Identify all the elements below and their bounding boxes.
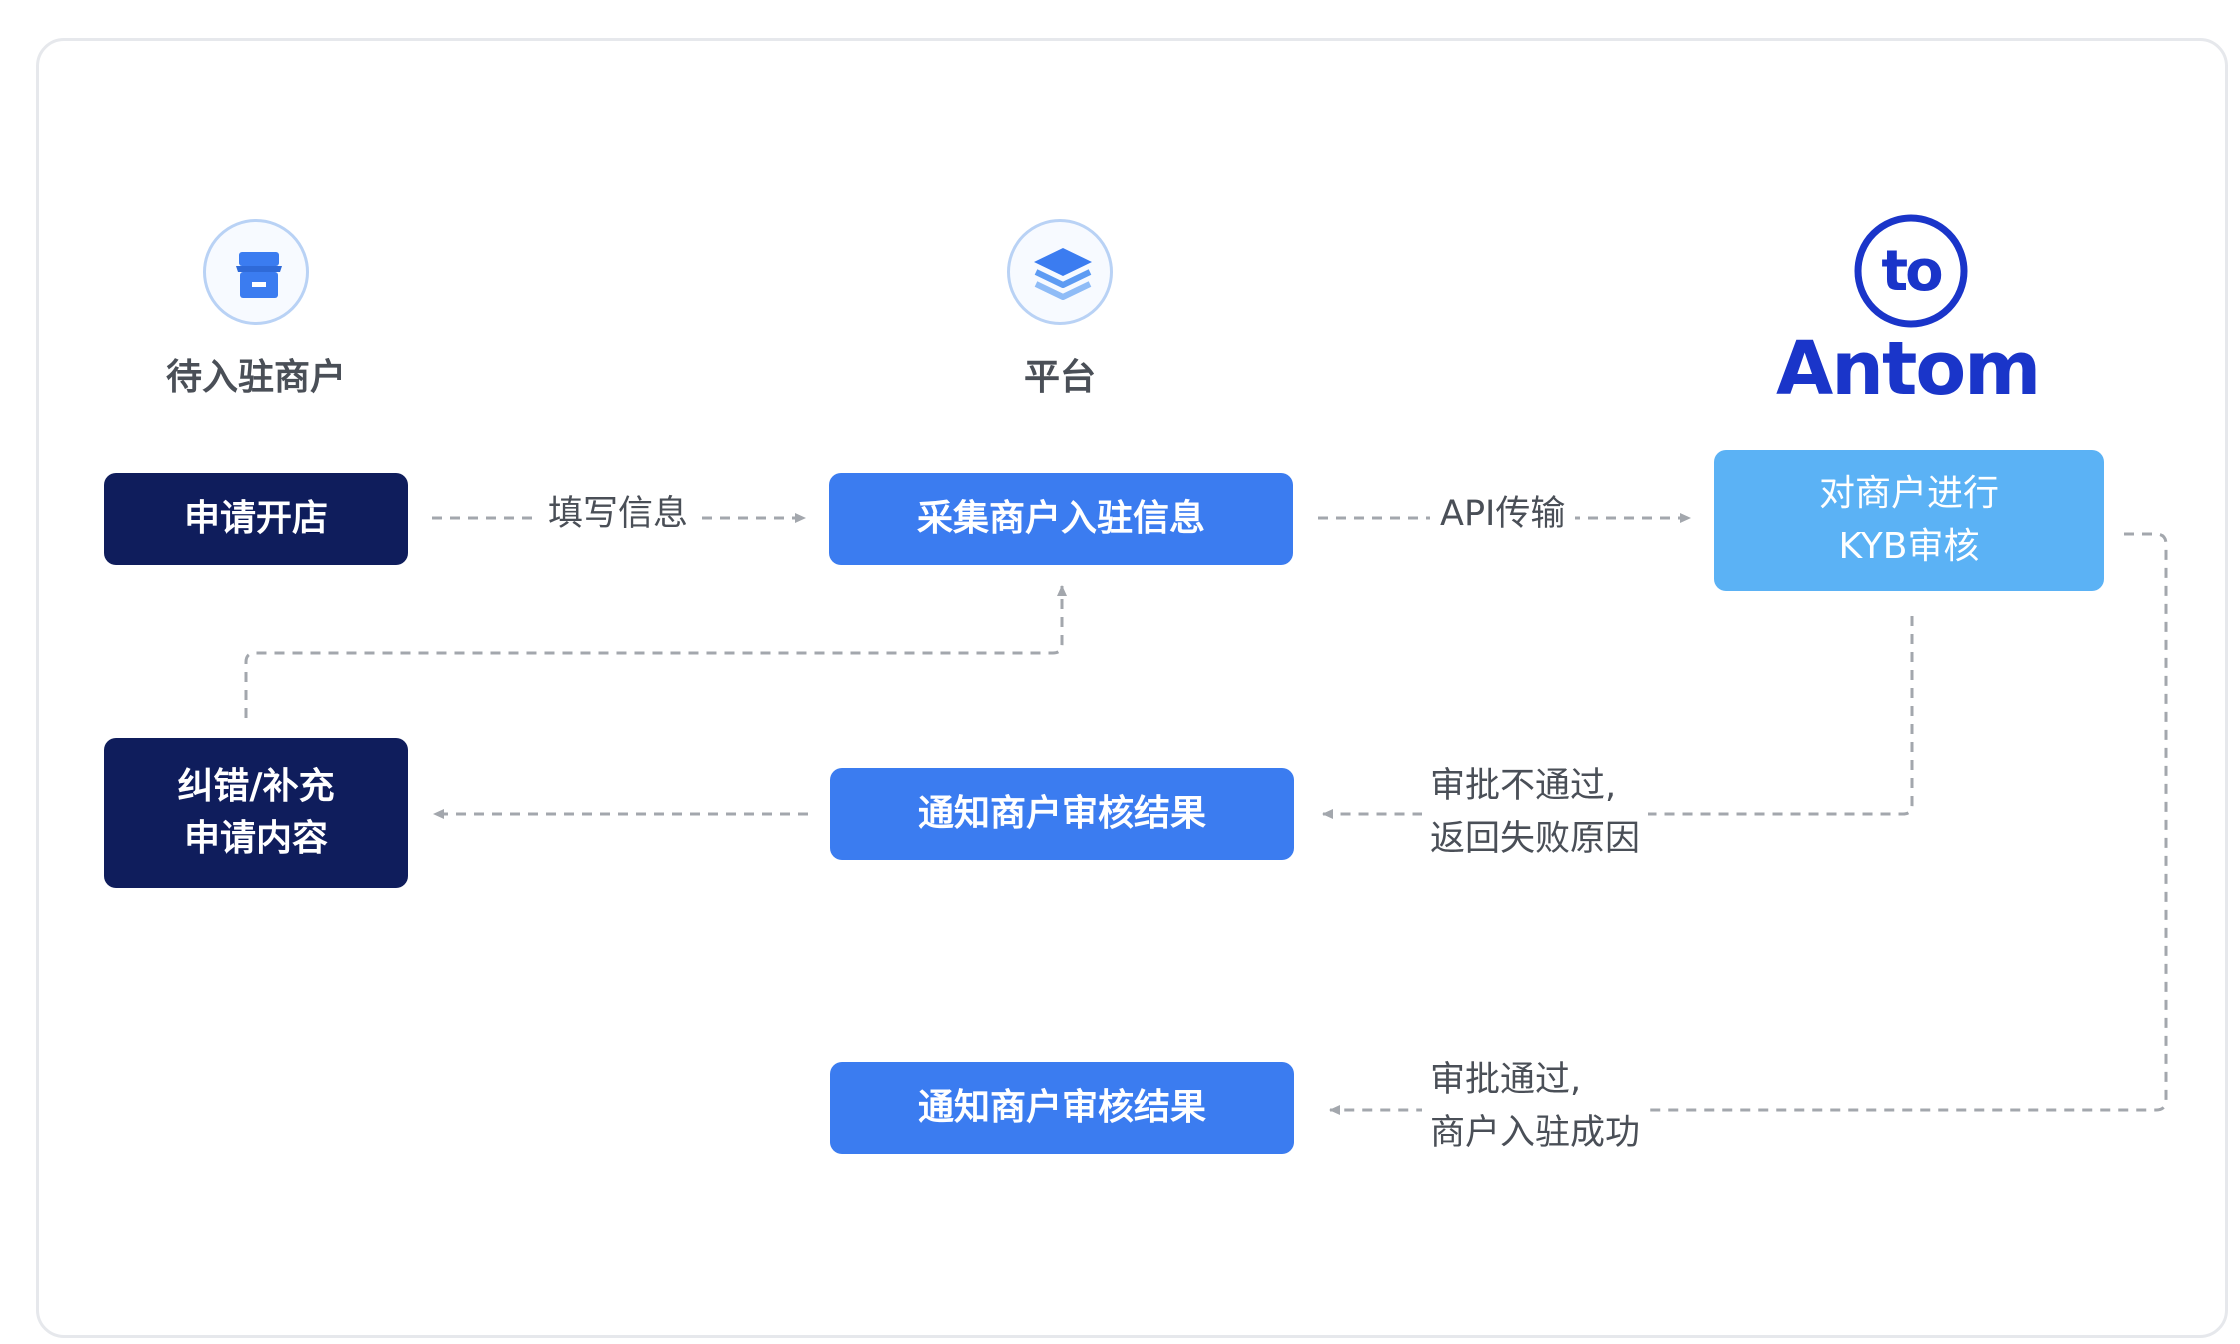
- approve-line-2: 商户入驻成功: [1430, 1112, 1641, 1153]
- api-transfer-label: API传输: [1430, 488, 1576, 541]
- platform-icon-circle: [1007, 219, 1113, 325]
- kyb-line-1: 对商户进行: [1818, 473, 1999, 515]
- platform-label: 平台: [1023, 357, 1096, 398]
- merchant-label: 待入驻商户: [165, 357, 346, 398]
- kyb-line-2: KYB审核: [1838, 525, 1980, 567]
- notify-fail-node: 通知商户审核结果: [830, 768, 1294, 860]
- notify-success-text: 通知商户审核结果: [917, 1086, 1206, 1128]
- edge-kyb-reject: [1322, 616, 1914, 819]
- merchant-icon-circle: [203, 219, 309, 325]
- correct-node: 纠错/补充 申请内容: [104, 738, 408, 888]
- edge-correct-to-collect: [244, 585, 1067, 718]
- correct-line-2: 申请内容: [183, 818, 328, 859]
- layers-icon: [1034, 248, 1092, 300]
- notify-success-node: 通知商户审核结果: [830, 1062, 1294, 1154]
- antom-logo-icon: to: [1854, 214, 1968, 328]
- approve-line-1: 审批通过,: [1430, 1060, 1582, 1100]
- reject-label: 审批不通过, 返回失败原因: [1422, 760, 1649, 865]
- store-icon: [236, 252, 282, 298]
- reject-line-1: 审批不通过,: [1430, 766, 1617, 806]
- apply-store-text: 申请开店: [183, 497, 328, 539]
- antom-logo-mark: to: [1881, 239, 1942, 304]
- collect-info-node: 采集商户入驻信息: [829, 473, 1293, 565]
- collect-info-text: 采集商户入驻信息: [916, 497, 1205, 539]
- fill-info-label: 填写信息: [540, 488, 697, 541]
- kyb-review-node: 对商户进行 KYB审核: [1714, 450, 2104, 591]
- apply-store-node: 申请开店: [104, 473, 408, 565]
- edge-kyb-approve: [1329, 532, 2168, 1115]
- correct-line-1: 纠错/补充: [177, 765, 335, 807]
- approve-label: 审批通过, 商户入驻成功: [1422, 1054, 1649, 1159]
- notify-fail-text: 通知商户审核结果: [917, 792, 1206, 834]
- antom-brand-name: Antom: [1776, 326, 2041, 412]
- reject-line-2: 返回失败原因: [1430, 818, 1641, 859]
